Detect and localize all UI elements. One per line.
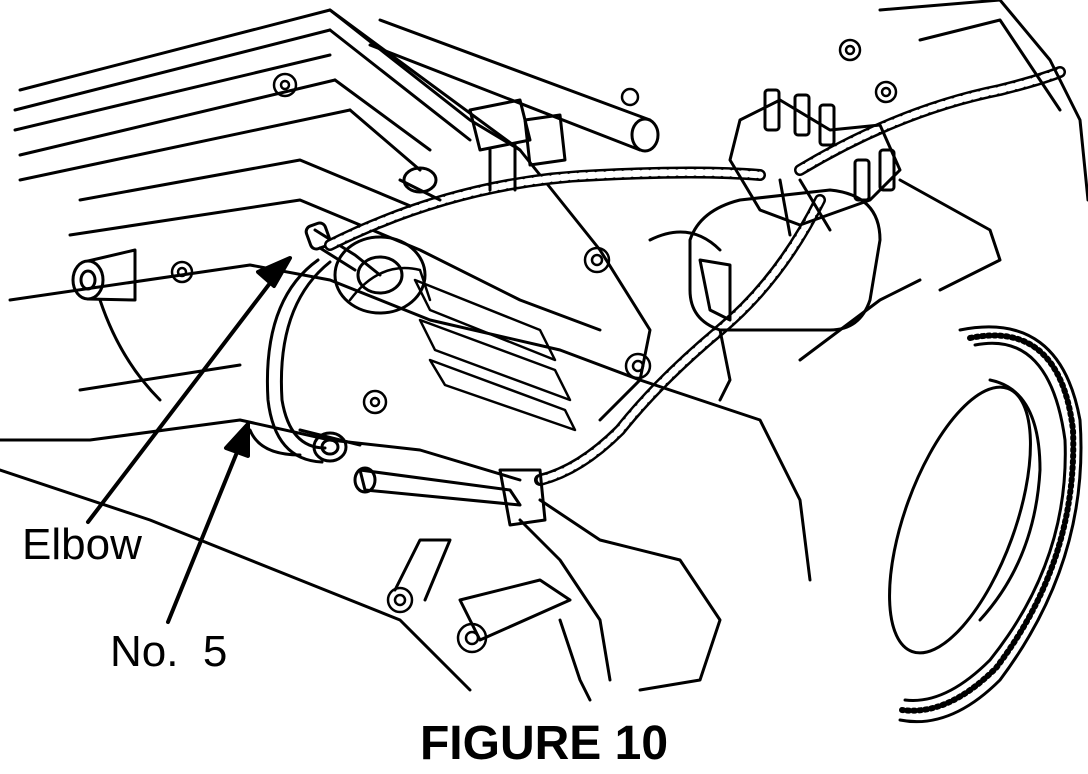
plug-wire-no5: [265, 258, 348, 464]
plug-boot-elbow: [304, 221, 427, 315]
fuel-rail: [368, 18, 660, 202]
callout-label-elbow: Elbow: [22, 520, 142, 569]
valve-cover-ribs: [348, 266, 577, 432]
callout-arrow-no5: [166, 422, 250, 624]
engine-block-right: [538, 0, 1088, 724]
braided-plug-wires: [324, 66, 1066, 486]
callout-label-no5: No. 5: [110, 627, 228, 676]
figure-caption: FIGURE 10: [419, 717, 669, 770]
timing-pulley-teeth: [899, 332, 1077, 714]
bolts: [170, 38, 898, 654]
distributor-cap: [648, 88, 902, 402]
lower-hoses: [248, 428, 612, 702]
callout-arrow-elbow: [86, 256, 292, 524]
water-pipe: [71, 248, 162, 402]
